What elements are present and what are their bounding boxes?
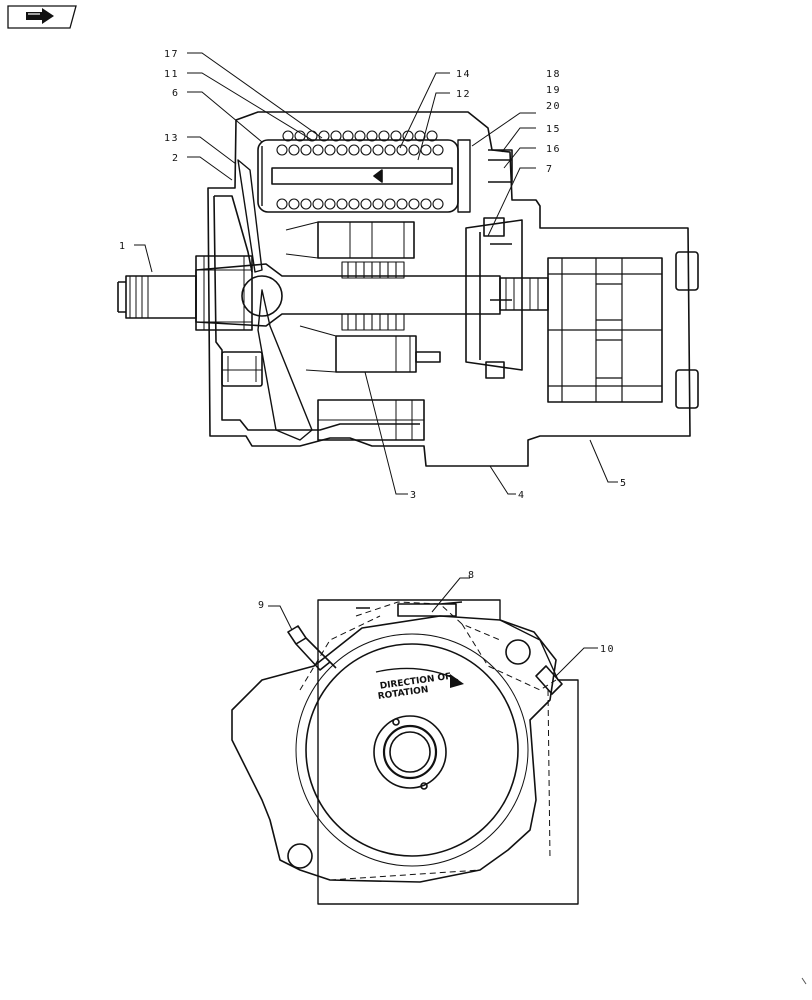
- shaft-spline: [129, 276, 149, 318]
- pump-front-view: [231, 599, 579, 905]
- front-face-rim: [295, 633, 529, 867]
- callout-7: 7: [546, 164, 554, 175]
- top-port-block: [356, 601, 463, 617]
- fitting-10: [535, 665, 563, 695]
- callout-20: 20: [546, 101, 561, 112]
- drain-port-detail: [222, 356, 262, 382]
- piston-lower: [335, 335, 417, 373]
- forward-arrow-icon: [26, 8, 54, 24]
- flange-hole-right: [505, 639, 531, 665]
- boss-bolt-top: [392, 718, 400, 726]
- coupling: [499, 277, 549, 311]
- flange-hole-left: [287, 843, 313, 869]
- coupling-teeth: [505, 278, 539, 310]
- rotation-arrowhead: [450, 674, 464, 688]
- shaft-bearing: [195, 255, 253, 331]
- nav-button-frame: [7, 5, 77, 29]
- callout-4: 4: [518, 490, 526, 501]
- control-spring-rod: [271, 167, 453, 185]
- shaft-end: [389, 731, 431, 773]
- callout-9: 9: [258, 600, 266, 611]
- callout-16: 16: [546, 144, 561, 155]
- piston-upper: [317, 221, 415, 259]
- piston-lower-detail: [299, 325, 411, 373]
- shaft-boss: [373, 715, 447, 789]
- callout-17: 17: [164, 49, 179, 60]
- fitting-9: [287, 625, 337, 671]
- callout-8: 8: [468, 570, 476, 581]
- hidden-lines: [299, 601, 557, 904]
- callout-11: 11: [164, 69, 179, 80]
- corner-mark: [801, 977, 807, 985]
- callout-5: 5: [620, 478, 628, 489]
- fitting-7: [483, 217, 505, 237]
- end-cap-port-bottom: [675, 369, 699, 409]
- callout-1: 1: [119, 241, 127, 252]
- piston-upper-detail: [285, 221, 405, 259]
- callout-15: 15: [546, 124, 561, 135]
- callout-18: 18: [546, 69, 561, 80]
- fitting-15-16: [488, 149, 513, 183]
- callout-12: 12: [456, 89, 471, 100]
- pump-section-view: [117, 111, 699, 467]
- valve-block-3-detail: [318, 400, 424, 440]
- bottom-callout-leaders: [268, 577, 598, 677]
- spool-valve-marker: [373, 169, 383, 183]
- callout-6: 6: [172, 88, 180, 99]
- bearing-detail: [196, 256, 252, 330]
- callout-10: 10: [600, 644, 615, 655]
- swash-plate: [237, 159, 313, 441]
- cylinder-spring: [341, 261, 405, 331]
- drain-port: [221, 351, 263, 387]
- callout-14: 14: [456, 69, 471, 80]
- control-piston-left: [261, 139, 471, 213]
- valve-plate: [465, 219, 523, 371]
- housing-inner-wall: [213, 195, 420, 431]
- fitting-bottom: [485, 361, 505, 379]
- top-callout-leaders: [134, 52, 618, 495]
- end-cap-port-top: [675, 251, 699, 291]
- callout-19: 19: [546, 85, 561, 96]
- main-shaft: [195, 263, 501, 327]
- rear-pump-detail: [548, 258, 662, 402]
- control-spring-coils: [276, 130, 444, 210]
- pump-housing: [207, 111, 691, 467]
- boss-bolt-bottom: [420, 782, 428, 790]
- shaft-ball-joint: [241, 275, 283, 317]
- callout-3: 3: [410, 490, 418, 501]
- shaft-boss-inner: [382, 724, 438, 780]
- bottom-callout-labels: 8 9 10: [258, 570, 615, 655]
- callout-13: 13: [164, 133, 179, 144]
- rotation-indicator: DIRECTION OF ROTATION: [375, 667, 464, 702]
- forward-nav-button[interactable]: [6, 4, 78, 30]
- front-face: [305, 643, 519, 857]
- piston-lower-cap: [415, 351, 441, 363]
- callout-2: 2: [172, 153, 180, 164]
- rear-housing-outline: [317, 599, 579, 905]
- top-callout-labels: 17 11 6 13 2 1 14 12 18 19 20 15 16 7 3 …: [119, 49, 628, 501]
- mounting-flange: [231, 615, 557, 883]
